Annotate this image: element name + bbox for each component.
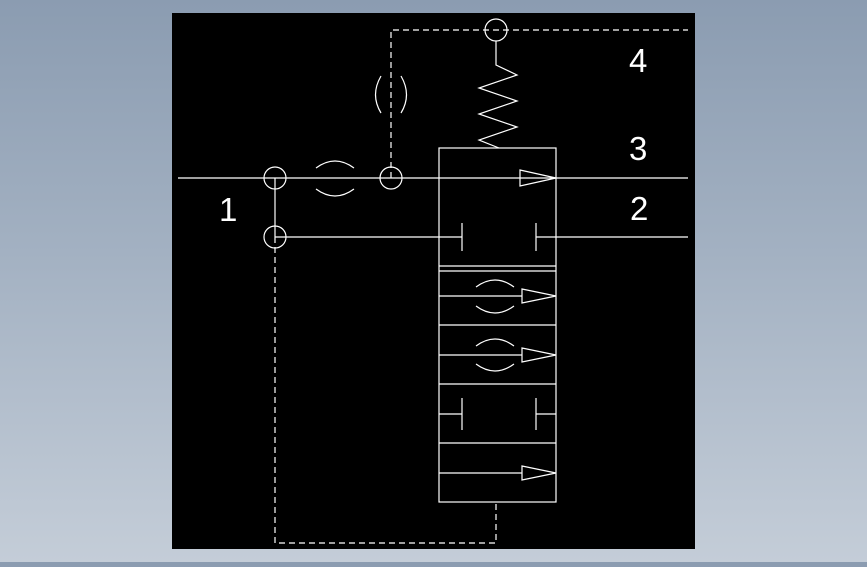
port-label-3: 3	[629, 130, 647, 167]
port-label-1: 1	[219, 191, 237, 228]
valve-restrictor-2-bottom	[475, 363, 515, 372]
port-label-4: 4	[629, 42, 647, 79]
valve-restrictor-2-top	[475, 338, 515, 347]
pilot-line-top	[390, 29, 688, 178]
flow-arrow-icon	[521, 347, 557, 363]
flow-arrow-icon	[521, 288, 557, 304]
valve-restrictor-1-top	[475, 279, 515, 288]
port-labels: 1 2 3 4	[219, 42, 648, 228]
blocked-ports	[439, 223, 556, 430]
valve-restrictor-1-bottom	[475, 305, 515, 314]
drawing-canvas	[172, 13, 695, 549]
port-label-2: 2	[630, 190, 648, 227]
junction-branch	[263, 225, 287, 249]
pilot-line-bottom	[274, 237, 497, 544]
valve-body	[438, 147, 557, 503]
restrictors	[315, 75, 408, 197]
restrictor-pilot-right	[400, 75, 408, 114]
flow-arrow-icon	[521, 465, 557, 481]
restrictor-pilot-left	[374, 75, 382, 114]
junction-supply	[263, 166, 287, 190]
restrictor-supply-top	[315, 160, 355, 169]
junction-pilot	[379, 166, 403, 190]
valve-restrictors	[475, 279, 515, 372]
restrictor-supply-bottom	[315, 188, 355, 197]
solid-lines	[178, 177, 688, 238]
flow-arrows	[439, 169, 557, 481]
flow-arrow-icon	[519, 169, 557, 187]
spring-icon	[477, 41, 519, 149]
pilot-lines	[274, 29, 688, 544]
